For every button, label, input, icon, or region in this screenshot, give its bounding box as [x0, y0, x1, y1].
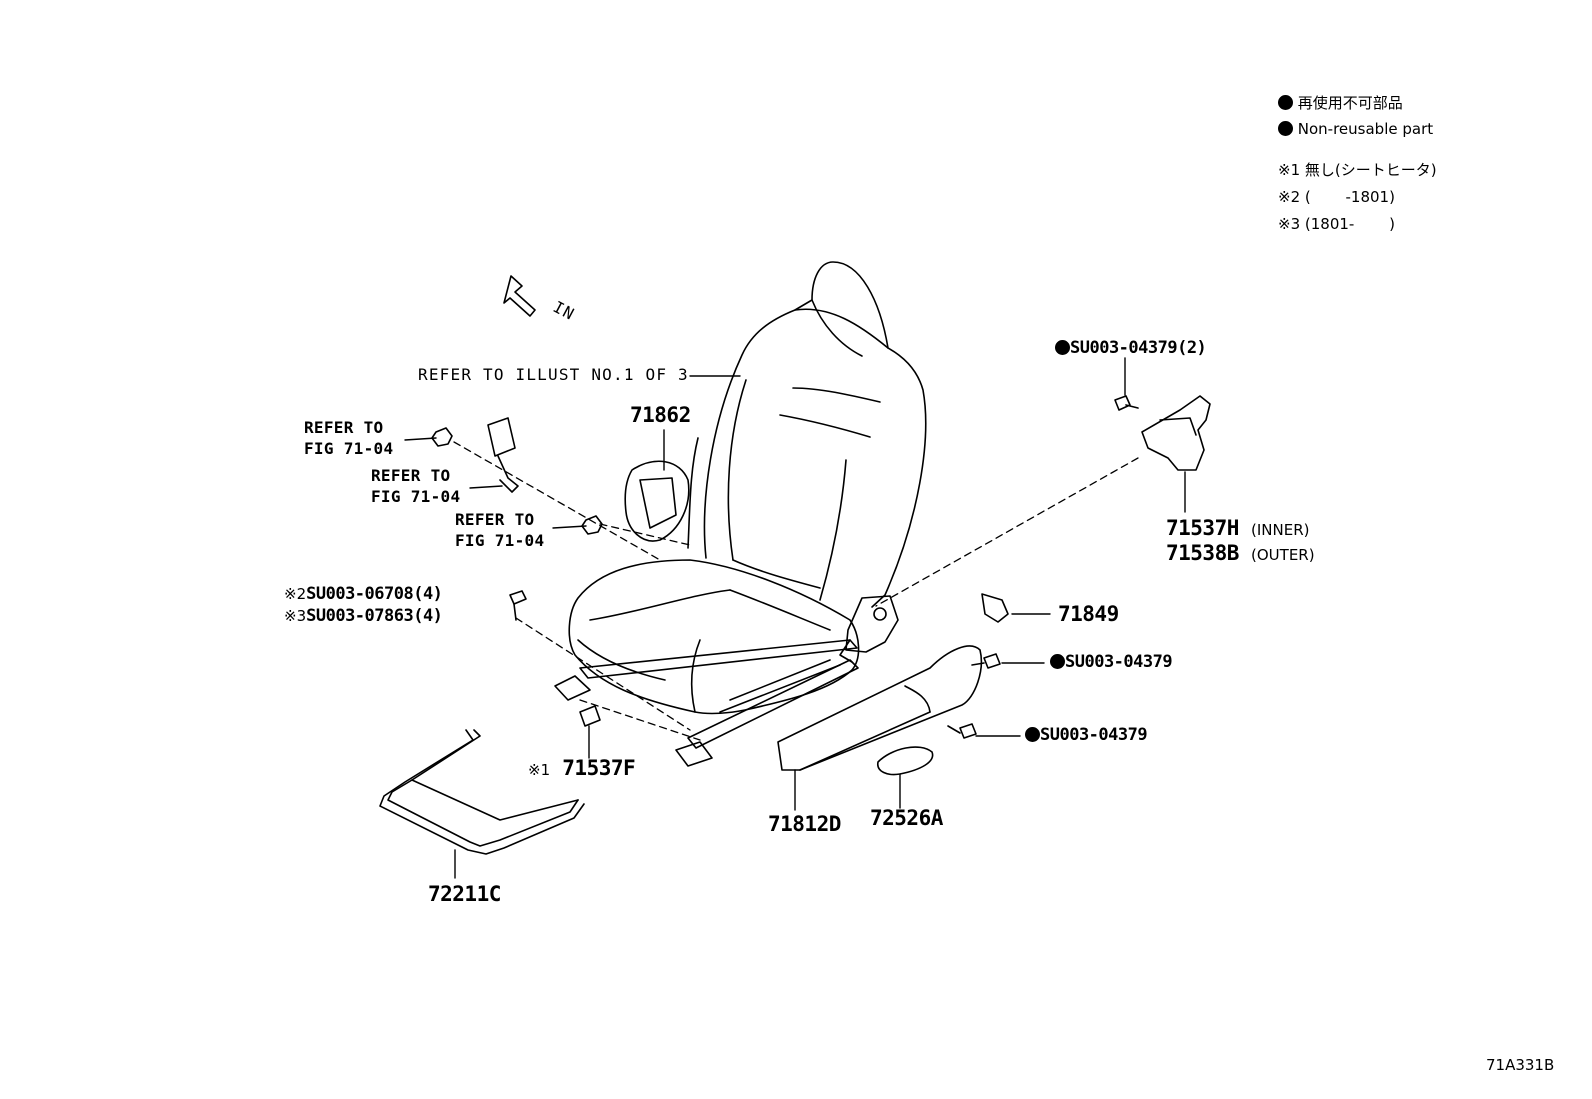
seat-back-illustration	[687, 261, 927, 608]
part-71812d-label: 71812D	[768, 812, 841, 836]
dashed-guide-lines	[453, 441, 1139, 741]
belt-buckle-illustration	[487, 417, 519, 493]
non-reusable-dot-icon	[1055, 340, 1070, 355]
legend-note-1: ※1 無し(シートヒータ)	[1278, 161, 1437, 179]
part-72211c-label: 72211C	[428, 882, 501, 906]
non-reusable-dot-icon	[1025, 727, 1040, 742]
legend-note-3: ※3 (1801- )	[1278, 215, 1395, 233]
refer-fig-b: REFER TO FIG 71-04	[371, 466, 461, 506]
non-reusable-dot-icon	[1278, 121, 1293, 136]
part-72526a-knob-illustration	[877, 746, 934, 776]
seat-cushion-illustration	[568, 559, 860, 715]
part-su003-04379-2-label: SU003-04379(2)	[1055, 340, 1207, 357]
part-71537f-block-illustration	[579, 705, 601, 727]
part-72526a-label: 72526A	[870, 806, 943, 830]
part-71862-label: 71862	[630, 403, 691, 427]
seat-track-illustration	[554, 639, 859, 767]
refer-illust-label: REFER TO ILLUST NO.1 OF 3	[418, 365, 689, 384]
part-72211c-wire-illustration	[379, 729, 585, 855]
leader-lines	[404, 357, 1186, 879]
part-71849-clip-illustration	[981, 593, 1009, 623]
part-71538b-label: 71538B (OUTER)	[1166, 541, 1315, 565]
legend-jp-text: 再使用不可部品	[1297, 94, 1403, 112]
in-direction-arrow-icon	[503, 275, 536, 317]
part-71537h-label: 71537H (INNER)	[1166, 516, 1310, 540]
part-71537f-label: ※1 71537F	[528, 756, 636, 780]
non-reusable-dot-icon	[1050, 654, 1065, 669]
part-su003-04379-low-label: SU003-04379	[1025, 727, 1148, 744]
non-reusable-dot-icon	[1278, 95, 1293, 110]
illustration-id: 71A331B	[1486, 1056, 1555, 1074]
legend-en: Non-reusable part	[1278, 121, 1433, 137]
refer-fig-a: REFER TO FIG 71-04	[304, 418, 394, 458]
legend-en-text: Non-reusable part	[1297, 120, 1434, 138]
legend-jp: 再使用不可部品	[1278, 95, 1403, 111]
part-71849-label: 71849	[1058, 602, 1119, 626]
part-71812d-shield-illustration	[777, 645, 983, 771]
bolt-icons	[509, 395, 1139, 739]
part-su003-06708-label: ※2SU003-06708(4)	[284, 584, 443, 604]
legend-note-2: ※2 ( -1801)	[1278, 188, 1395, 206]
recliner-hinge-illustration	[839, 595, 899, 663]
part-71537h-bracket-illustration	[1141, 395, 1211, 471]
part-71862-shield-illustration	[624, 460, 690, 542]
refer-fig-c: REFER TO FIG 71-04	[455, 510, 545, 550]
part-su003-04379-mid-label: SU003-04379	[1050, 654, 1173, 671]
part-su003-07863-label: ※3SU003-07863(4)	[284, 606, 443, 626]
